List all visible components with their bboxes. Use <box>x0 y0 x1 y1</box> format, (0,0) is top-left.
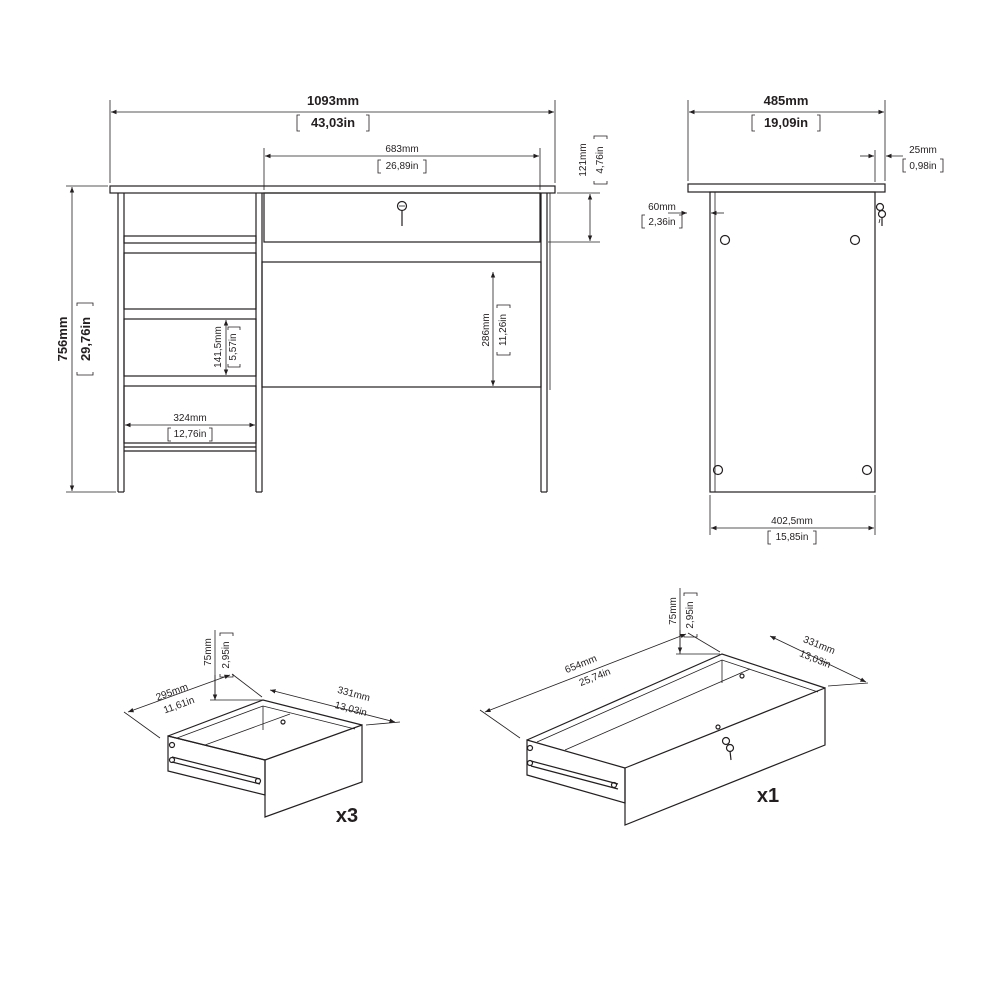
side-depth-mm: 485mm <box>764 93 809 108</box>
knee-height-mm: 286mm <box>481 313 492 346</box>
key-icon <box>715 724 735 761</box>
dim-cabinet-drawer-height: 141,5mm 5,57in <box>213 320 241 375</box>
side-hole <box>719 234 731 246</box>
side-top-offset-in: 2,36in <box>648 217 675 228</box>
small-drawer-screw <box>254 777 262 785</box>
dim-drawer-width: 683mm 26,89in <box>263 144 541 190</box>
cabinet-drawer-height-mm: 141,5mm <box>213 326 224 368</box>
dim-small-drawer-depth: 331mm 13,03in <box>269 685 401 726</box>
dim-small-drawer-height: 75mm 2,95in <box>203 630 263 701</box>
small-drawer-front <box>264 724 363 818</box>
small-drawer <box>167 699 363 818</box>
small-drawer-height-in: 2,95in <box>221 641 232 668</box>
small-drawer-runner-lower <box>171 761 261 785</box>
dim-knee-height: 286mm 11,26in <box>481 272 511 386</box>
dim-small-drawer-width: 295mm 11,61in <box>123 673 263 739</box>
side-hole <box>712 464 724 476</box>
cabinet-drawer-2 <box>123 318 257 377</box>
large-drawer <box>526 653 826 826</box>
side-hole <box>849 234 861 246</box>
small-drawer-quantity: x3 <box>336 805 358 827</box>
front-height-in: 29,76in <box>78 317 93 361</box>
large-drawer-side <box>526 739 626 804</box>
front-width-in: 43,03in <box>311 115 355 130</box>
cabinet-width-mm: 324mm <box>173 413 206 424</box>
side-depth-in: 19,09in <box>764 115 808 130</box>
drawer-width-mm: 683mm <box>385 144 418 155</box>
main-drawer <box>263 192 541 243</box>
key-icon <box>875 202 887 226</box>
desk-top <box>109 185 556 194</box>
dim-large-drawer-height: 75mm 2,95in <box>668 588 720 655</box>
drawer-height-in: 4,76in <box>595 146 606 173</box>
small-drawer-depth-in: 13,03in <box>333 700 368 719</box>
side-panel-width-mm: 402,5mm <box>771 516 813 527</box>
large-drawer-height-in: 2,95in <box>685 601 696 628</box>
large-drawer-height-mm: 75mm <box>668 597 679 625</box>
side-overhang-mm: 25mm <box>909 145 937 156</box>
large-drawer-hole <box>739 673 745 679</box>
side-panel-width-in: 15,85in <box>776 532 809 543</box>
large-drawer-screw <box>526 759 534 767</box>
large-drawer-screw <box>610 781 618 789</box>
small-drawer-hole <box>280 719 286 725</box>
lock-icon <box>396 200 408 226</box>
large-drawer-runner <box>530 760 619 785</box>
side-panel <box>709 191 876 493</box>
large-drawer-quantity: x1 <box>757 785 779 807</box>
side-overhang-in: 0,98in <box>909 161 936 172</box>
dim-large-drawer-width: 654mm 25,74in <box>479 632 721 739</box>
small-drawer-screw <box>168 741 176 749</box>
dim-side-top-offset: 60mm 2,36in <box>641 202 724 229</box>
small-drawer-screw <box>168 756 176 764</box>
small-drawer-side <box>167 735 266 796</box>
small-drawer-bottom-edge <box>204 713 291 746</box>
modesty-panel <box>261 261 542 388</box>
small-drawer-height-mm: 75mm <box>203 638 214 666</box>
large-drawer-front <box>624 687 826 826</box>
dim-large-drawer-depth: 331mm 13,03in <box>769 634 869 687</box>
large-drawer-runner-lower <box>530 765 619 790</box>
knee-height-in: 11,26in <box>498 314 509 346</box>
drawer-height-mm: 121mm <box>578 143 589 176</box>
dim-side-depth: 485mm 19,09in <box>687 93 886 181</box>
large-drawer-screw <box>526 744 534 752</box>
cabinet-width-in: 12,76in <box>174 429 207 440</box>
cabinet-drawer-1 <box>123 252 257 310</box>
front-view <box>109 185 556 493</box>
front-height-mm: 756mm <box>55 317 70 362</box>
dim-drawer-height: 121mm 4,76in <box>548 135 608 243</box>
side-hole <box>861 464 873 476</box>
side-top <box>687 183 886 193</box>
side-top-offset-mm: 60mm <box>648 202 676 213</box>
cabinet-shelf <box>123 235 257 244</box>
side-view <box>687 183 887 493</box>
cabinet-drawer-height-in: 5,57in <box>228 333 239 360</box>
dim-front-height: 756mm 29,76in <box>55 185 116 493</box>
dim-side-overhang: 25mm 0,98in <box>860 145 944 182</box>
front-width-mm: 1093mm <box>307 93 359 108</box>
dim-front-width: 1093mm 43,03in <box>109 93 556 183</box>
dim-side-panel-width: 402,5mm 15,85in <box>709 495 876 545</box>
dim-cabinet-width: 324mm 12,76in <box>125 413 255 442</box>
drawer-width-in: 26,89in <box>386 161 419 172</box>
cabinet-drawer-3 <box>123 385 257 444</box>
small-drawer-runner <box>171 756 261 780</box>
